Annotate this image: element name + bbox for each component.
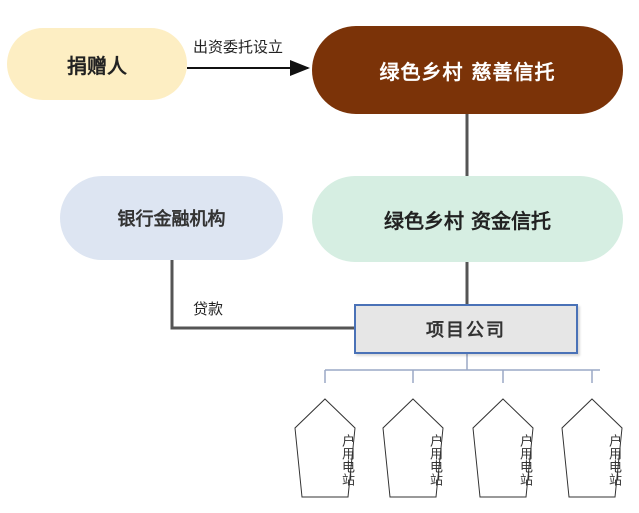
station-pentagon-shape xyxy=(294,398,356,498)
household-station-4: 户用电站 xyxy=(561,398,623,498)
household-station-3: 户用电站 xyxy=(472,398,534,498)
fund-trust-label: 绿色乡村 资金信托 xyxy=(384,208,551,233)
project-company-node: 项目公司 xyxy=(354,304,578,354)
fund-setup-edge-label: 出资委托设立 xyxy=(193,38,284,56)
loan-edge-label: 贷款 xyxy=(193,300,224,318)
station-label: 户用电站 xyxy=(427,434,442,486)
donor-label: 捐赠人 xyxy=(67,53,127,78)
household-station-2: 户用电站 xyxy=(382,398,444,498)
bank-label: 银行金融机构 xyxy=(117,209,226,230)
household-station-1: 户用电站 xyxy=(294,398,356,498)
station-pentagon-shape xyxy=(382,398,444,498)
project-company-label: 项目公司 xyxy=(426,320,506,341)
charity-trust-label: 绿色乡村 慈善信托 xyxy=(379,59,556,84)
charity-trust-node: 绿色乡村 慈善信托 xyxy=(312,26,623,114)
station-label: 户用电站 xyxy=(606,434,621,486)
station-pentagon-shape xyxy=(472,398,534,498)
donor-node: 捐赠人 xyxy=(7,28,187,100)
station-label: 户用电站 xyxy=(517,434,532,486)
station-pentagon-shape xyxy=(561,398,623,498)
fund-trust-node: 绿色乡村 资金信托 xyxy=(312,176,623,262)
bank-to-project-connector xyxy=(170,260,354,330)
station-label: 户用电站 xyxy=(339,434,354,486)
bank-node: 银行金融机构 xyxy=(60,176,283,260)
